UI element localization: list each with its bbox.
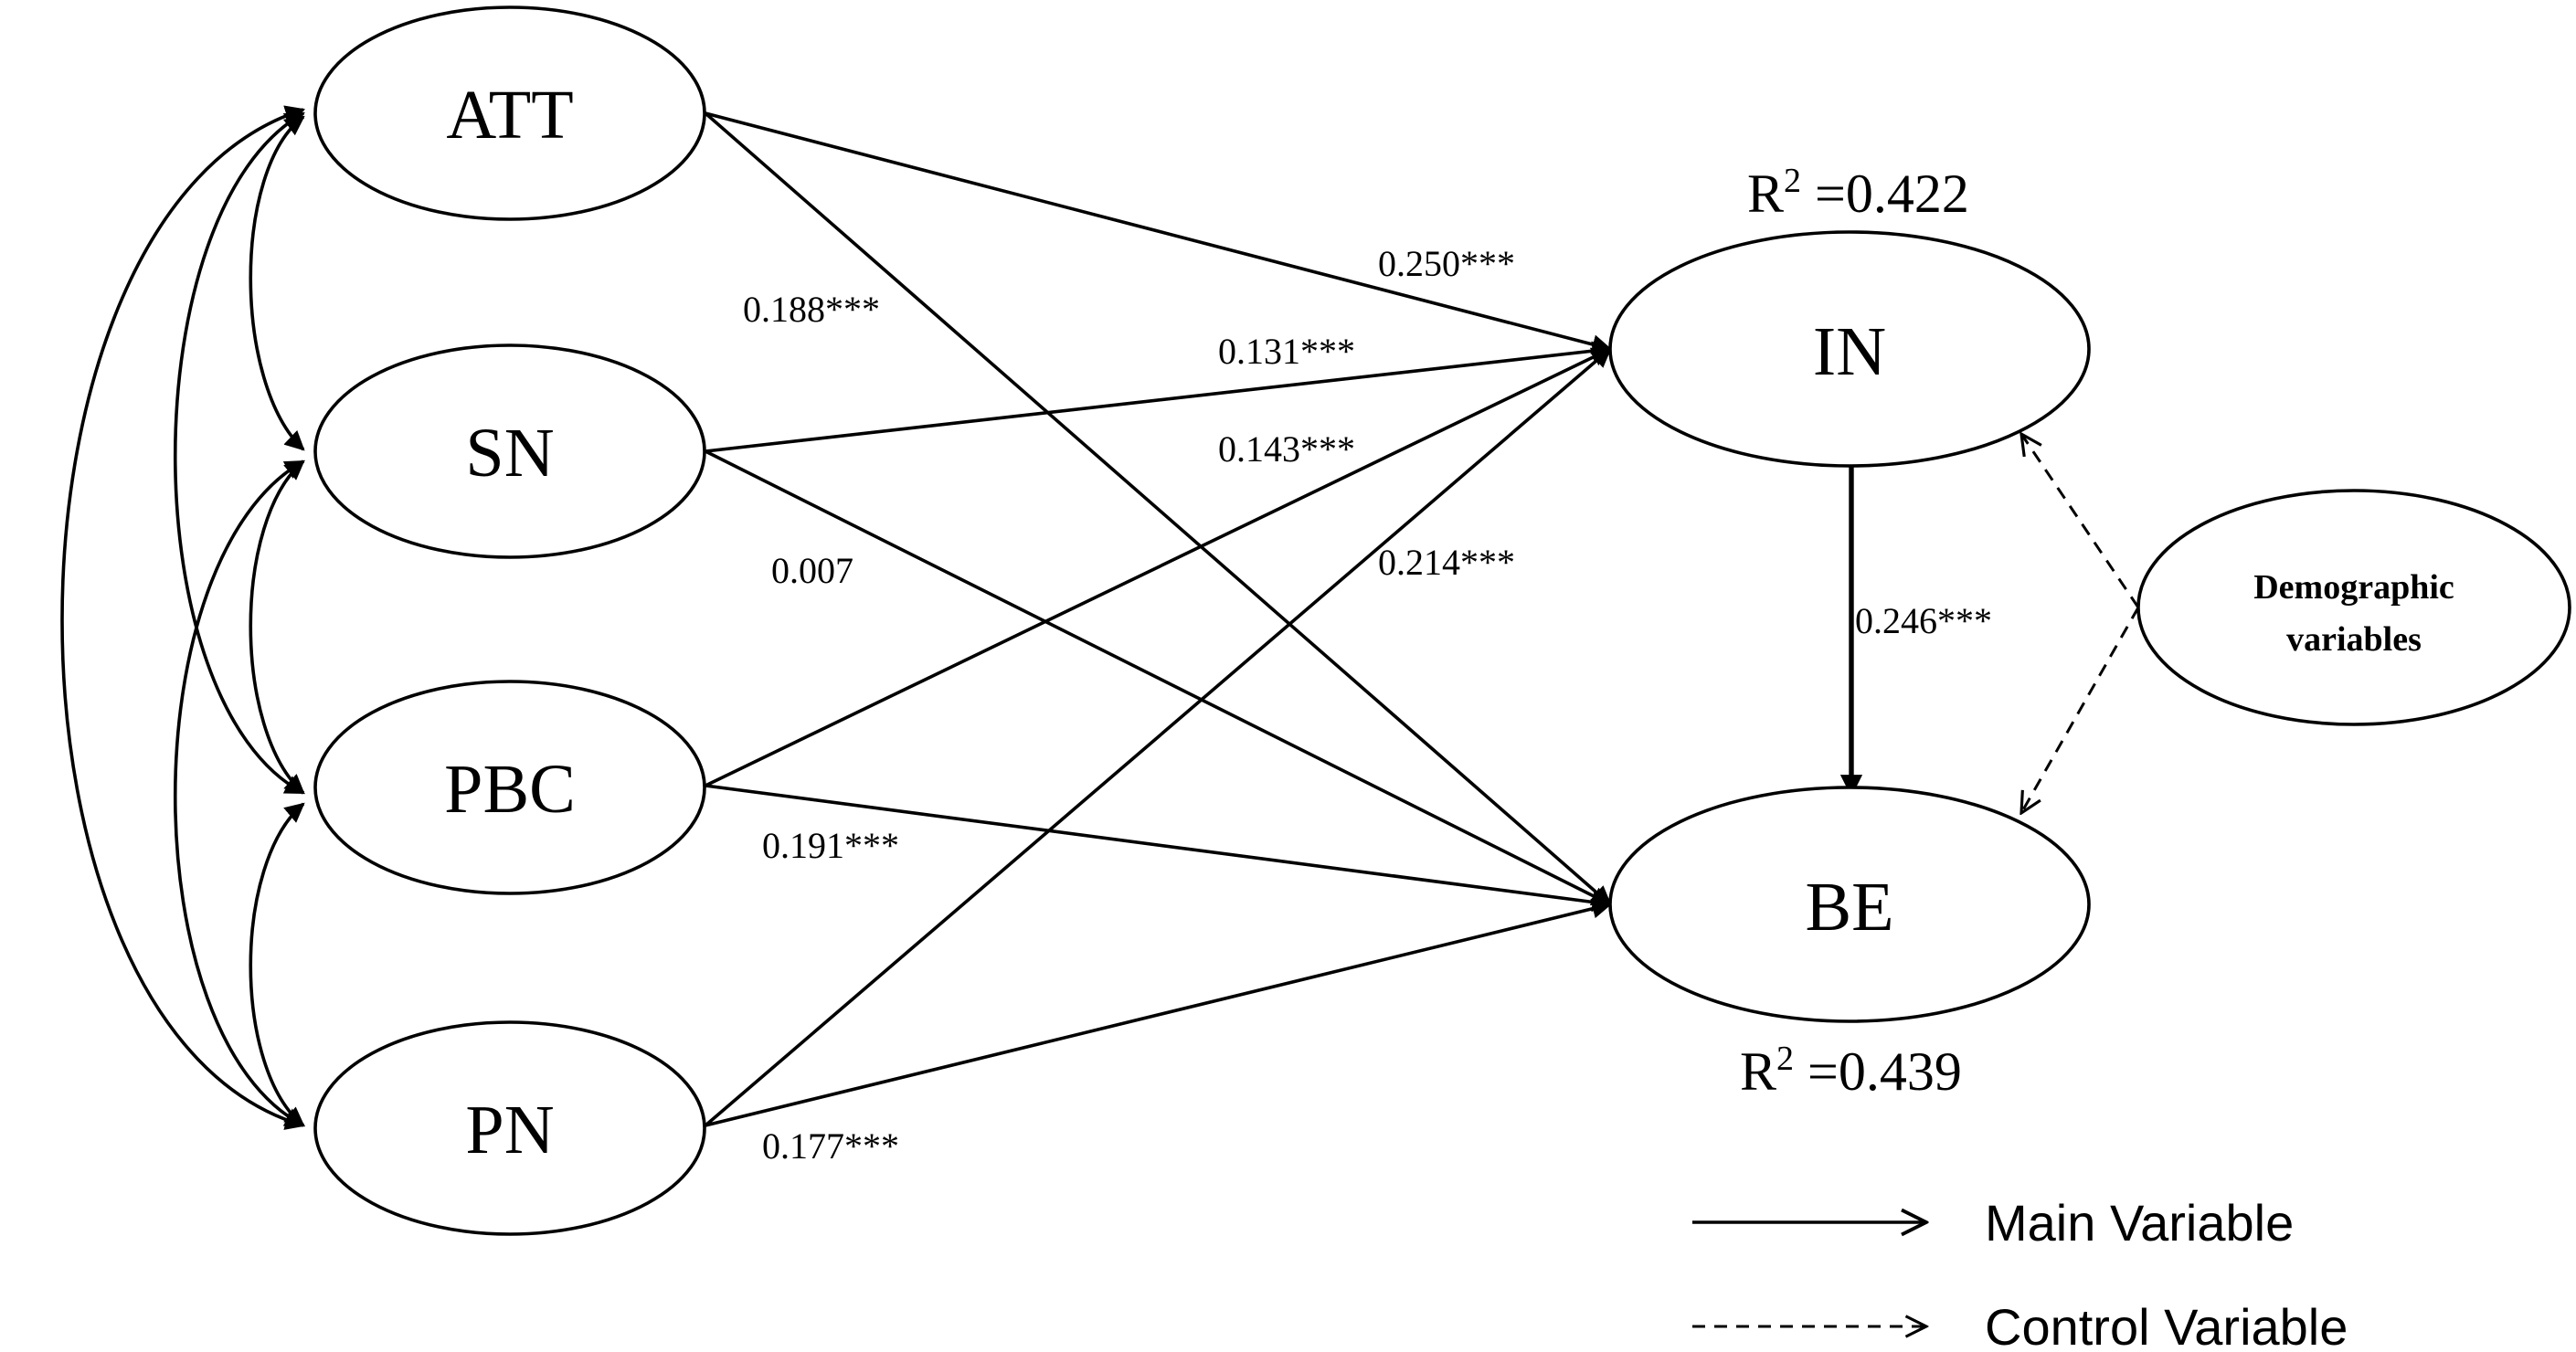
correlation-arrows [60,105,306,1130]
node-pn-label: PN [465,1092,554,1168]
node-be-shape [1608,786,2091,1023]
node-be: BE [1608,786,2091,1023]
path-pn-be [705,899,1613,1127]
node-in-label: IN [1813,313,1886,390]
path-pn-in [704,347,1612,1127]
coef-att-in: 0.250*** [1378,243,1515,284]
corr-pbc-pn [249,802,305,1127]
path-sn-in [705,341,1613,453]
coef-in-be: 0.246*** [1855,600,1992,641]
coef-pbc-be: 0.191*** [762,825,899,866]
legend-main-label: Main Variable [1985,1194,2294,1252]
path-pbc-be [705,784,1613,913]
node-pn-shape [313,1020,706,1236]
node-pbc: PBC [313,680,706,895]
r2-be-label: R2 =0.439 [1740,1040,1962,1102]
coefficient-labels: 0.250*** 0.188*** 0.131*** 0.007 0.143**… [743,243,1992,1167]
node-att: ATT [313,5,706,221]
coef-pbc-in: 0.143*** [1218,428,1355,470]
corr-sn-pbc [249,459,305,795]
control-paths [2021,434,2140,813]
node-in-shape [1608,230,2091,468]
corr-sn-pn [174,459,305,1127]
node-att-shape [313,5,706,221]
control-demo-in [2021,434,2140,608]
corr-att-pbc [173,111,305,795]
structural-paths [704,111,1863,1127]
node-demographic-line1: Demographic [2253,568,2454,607]
coef-sn-be: 0.007 [771,550,853,591]
node-sn-shape [313,343,706,559]
node-sn-label: SN [465,415,554,491]
coef-sn-in: 0.131*** [1218,331,1355,372]
node-pn: PN [313,1020,706,1236]
node-be-label: BE [1805,869,1893,945]
path-sn-be [705,449,1612,906]
coef-pn-be: 0.177*** [762,1125,899,1167]
node-pbc-shape [313,680,706,895]
node-att-label: ATT [446,77,573,153]
path-pbc-in [705,347,1612,787]
legend-control-label: Control Variable [1985,1298,2348,1352]
corr-att-sn [249,115,305,451]
legend: Main Variable Control Variable [1692,1194,2348,1352]
control-demo-be [2021,607,2140,813]
node-demographic-line2: variables [2286,620,2422,659]
node-pbc-label: PBC [444,751,576,828]
node-in: IN [1608,230,2091,468]
coef-pn-in: 0.214*** [1378,542,1515,583]
node-demographic-shape [2136,489,2571,726]
r2-in-label: R2 =0.422 [1747,162,1969,224]
node-demographic: Demographic variables [2136,489,2571,726]
node-sn: SN [313,343,706,559]
corr-att-pn [60,105,306,1130]
coef-att-be: 0.188*** [743,289,880,330]
path-att-be [704,111,1612,906]
path-att-in [705,111,1613,354]
